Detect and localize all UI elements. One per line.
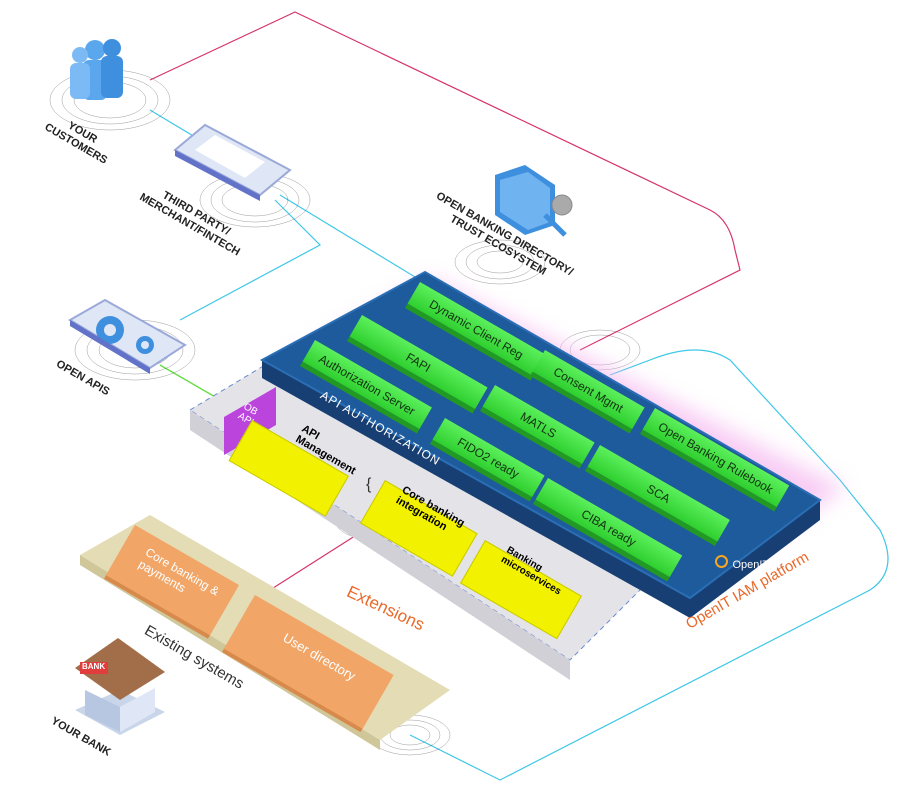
connector-thirdparty-platform	[279, 194, 421, 281]
connector-bank-loop	[409, 349, 889, 781]
module-label: FAPI	[403, 349, 434, 375]
connector-thirdparty-openapis	[179, 199, 321, 321]
third-party-device-icon	[173, 123, 292, 201]
connector-customers-consent	[149, 11, 741, 351]
openit-logo: OpenIT	[715, 555, 769, 573]
customers-icon	[70, 39, 123, 100]
bank-sign-label: BANK	[82, 662, 106, 671]
directory-folder-icon	[495, 165, 573, 237]
module-label: SCA	[644, 481, 673, 506]
openit-logo-text: OpenIT	[732, 559, 770, 571]
openit-logo-icon	[715, 555, 728, 568]
extensions-brace: {	[366, 476, 372, 493]
bank-icon	[75, 638, 165, 735]
open-apis-device-icon	[68, 298, 187, 374]
